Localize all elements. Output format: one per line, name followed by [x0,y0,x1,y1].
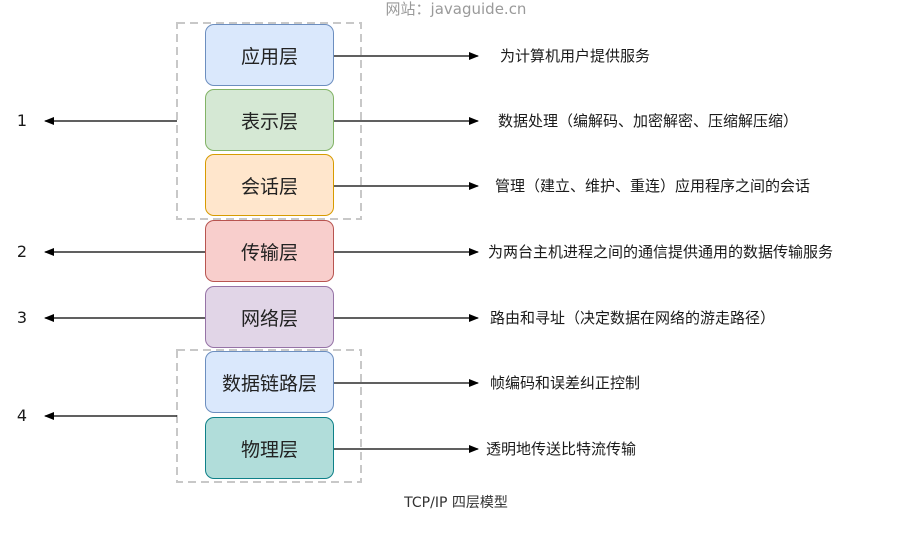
layer-transport: 传输层 [205,220,334,282]
desc-datalink: 帧编码和误差纠正控制 [490,374,641,392]
diagram-caption: TCP/IP 四层模型 [404,495,508,511]
layer-presentation-label: 表示层 [240,110,298,133]
desc-application: 为计算机用户提供服务 [500,47,651,65]
layer-datalink: 数据链路层 [205,351,334,413]
desc-physical: 透明地传送比特流传输 [486,440,637,458]
layer-application-label: 应用层 [240,45,298,68]
desc-network: 路由和寻址（决定数据在网络的游走路径） [490,309,776,327]
layer-network: 网络层 [205,286,334,348]
layer-physical-label: 物理层 [240,438,298,461]
tcpip-layer-2: 2 [16,242,28,261]
layer-physical: 物理层 [205,417,334,479]
tcpip-layer-4: 4 [16,406,28,425]
desc-transport: 为两台主机进程之间的通信提供通用的数据传输服务 [488,243,834,261]
layer-transport-label: 传输层 [240,241,298,264]
group-box-upper [176,22,362,220]
watermark: 网站：javaguide.cn [385,0,527,18]
layer-application: 应用层 [205,24,334,86]
layer-network-label: 网络层 [240,307,298,330]
tcpip-layer-1: 1 [16,111,28,130]
layer-presentation: 表示层 [205,89,334,151]
desc-session: 管理（建立、维护、重连）应用程序之间的会话 [495,177,811,195]
layer-session: 会话层 [205,154,334,216]
tcpip-layer-3: 3 [16,308,28,327]
layer-session-label: 会话层 [240,175,298,198]
layer-datalink-label: 数据链路层 [221,372,317,395]
desc-presentation: 数据处理（编解码、加密解密、压缩解压缩） [498,112,799,130]
